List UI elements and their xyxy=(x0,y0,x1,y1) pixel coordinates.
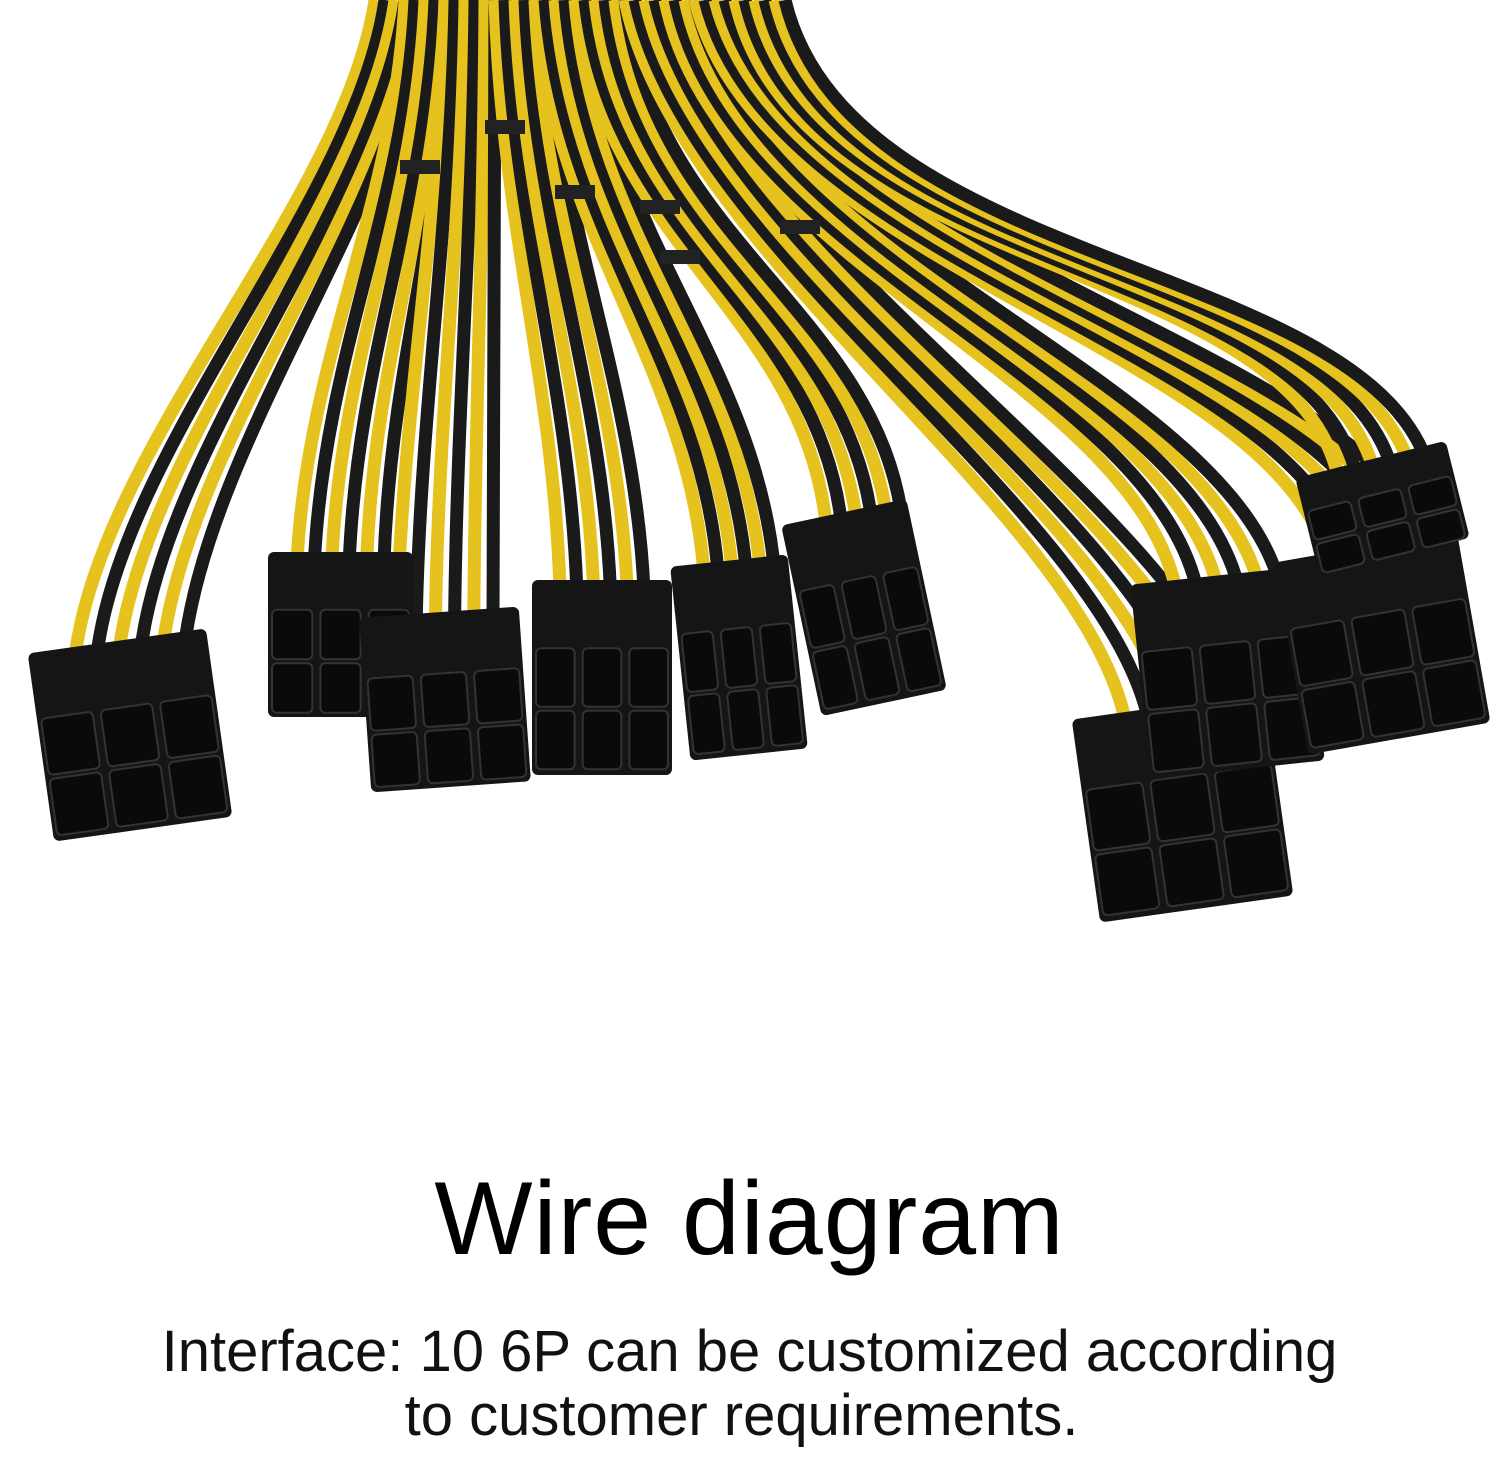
cable-tie xyxy=(660,250,700,264)
yellow-wire xyxy=(548,0,739,571)
yellow-wire xyxy=(608,0,894,521)
caption-title: Wire diagram xyxy=(434,1161,1065,1277)
black-wire xyxy=(448,0,482,623)
caption-line-2: to customer requirements. xyxy=(404,1383,1079,1448)
yellow-wire xyxy=(325,0,432,563)
yellow-wire xyxy=(708,0,1378,557)
yellow-wire xyxy=(69,0,382,651)
yellow-wire xyxy=(488,0,567,591)
black-wire xyxy=(538,0,725,571)
cable-tie xyxy=(400,160,440,174)
yellow-wire xyxy=(688,0,1334,557)
black-wire xyxy=(409,0,462,623)
yellow-wire xyxy=(568,0,833,521)
pcie-6pin-connector xyxy=(359,607,531,792)
yellow-wire xyxy=(290,0,412,563)
yellow-wire xyxy=(618,0,1131,717)
yellow-wire xyxy=(428,0,472,623)
pcie-6pin-connector xyxy=(532,580,672,775)
yellow-wire xyxy=(588,0,863,521)
yellow-wire xyxy=(678,0,1224,587)
black-wire xyxy=(698,0,1356,557)
black-wire xyxy=(558,0,753,571)
pcie-6pin-connector xyxy=(1072,693,1293,922)
cable-tie xyxy=(780,220,820,234)
pcie-6pin-connector xyxy=(1296,442,1469,574)
black-wire xyxy=(778,0,1436,470)
yellow-wire xyxy=(508,0,601,591)
black-wire xyxy=(91,0,392,651)
yellow-wire xyxy=(528,0,711,571)
black-wire xyxy=(668,0,1203,587)
black-wire xyxy=(518,0,617,591)
pcie-6pin-connector xyxy=(782,499,946,716)
black-wire xyxy=(598,0,879,521)
black-wire xyxy=(628,0,1154,717)
cable-tie xyxy=(555,185,595,199)
cable-tie xyxy=(485,120,525,134)
cable-tie xyxy=(640,200,680,214)
yellow-wire xyxy=(112,0,402,651)
black-wire xyxy=(307,0,422,563)
black-wire xyxy=(618,0,909,521)
pcie-6pin-connector xyxy=(28,629,232,841)
black-wire xyxy=(578,0,848,521)
cable-harness-photo xyxy=(28,0,1490,922)
pcie-6pin-connector xyxy=(670,554,808,761)
connectors xyxy=(28,442,1490,922)
black-wire xyxy=(342,0,442,563)
black-wire xyxy=(134,0,412,651)
yellow-wire xyxy=(390,0,452,623)
wires xyxy=(69,0,1445,717)
pcie-6pin-connector xyxy=(1275,531,1490,754)
black-wire xyxy=(498,0,584,591)
yellow-wire xyxy=(638,0,1178,717)
caption-line-1: Interface: 10 6P can be customized accor… xyxy=(161,1319,1338,1384)
yellow-wire xyxy=(467,0,492,623)
yellow-wire xyxy=(658,0,1182,587)
